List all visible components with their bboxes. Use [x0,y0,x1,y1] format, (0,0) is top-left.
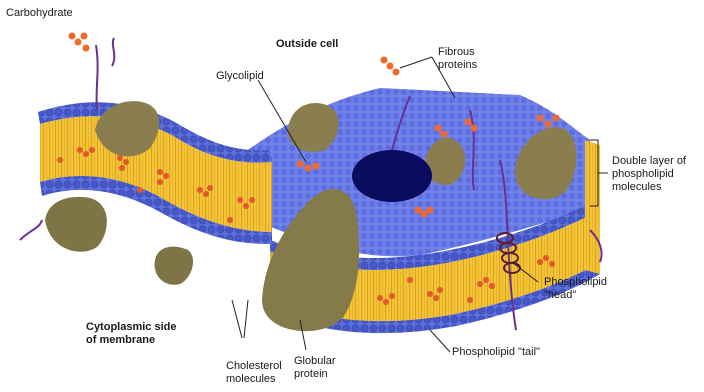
label-globular-2: protein [294,368,328,381]
label-phospholipid-head-1: Phospholipid [544,276,607,289]
label-phospholipid-head-2: "head" [544,289,576,302]
label-double-layer-3: molecules [612,181,662,194]
globular-protein-small [155,247,193,285]
label-glycolipid: Glycolipid [216,70,264,83]
label-cytoplasmic-1: Cytoplasmic side [86,321,176,334]
label-cytoplasmic-2: of membrane [86,334,155,347]
label-double-layer-1: Double layer of [612,155,686,168]
label-cholesterol-1: Cholesterol [226,360,282,373]
label-carbohydrate: Carbohydrate [6,7,73,20]
label-fibrous-1: Fibrous [438,46,475,59]
label-phospholipid-tail: Phospholipid "tail" [452,346,540,359]
label-globular-1: Globular [294,355,336,368]
label-outside-cell: Outside cell [276,38,338,51]
label-fibrous-2: proteins [438,59,477,72]
label-cholesterol-2: molecules [226,373,276,386]
label-double-layer-2: phospholipid [612,168,674,181]
globular-protein-left-bottom [45,197,107,252]
occluder-oval [352,150,432,202]
